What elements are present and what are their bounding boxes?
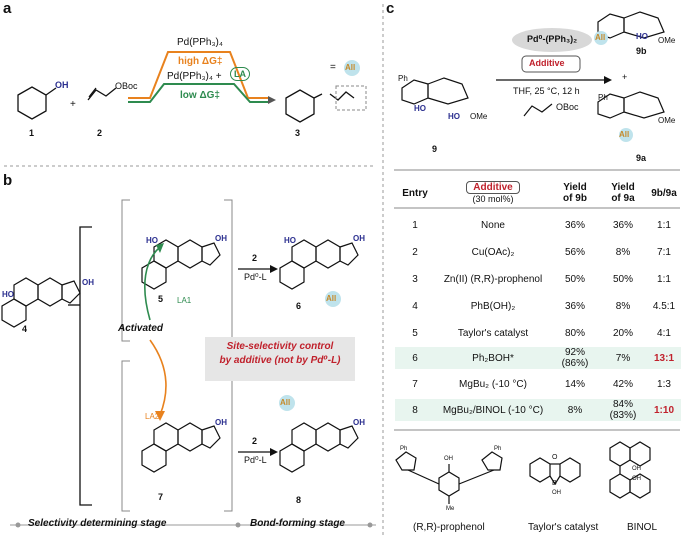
binol-oh-1: OH: [632, 466, 641, 472]
compound-2-label: 2: [97, 128, 103, 138]
site-selectivity-box: Site-selectivity control by additive (no…: [208, 340, 352, 368]
ome-label-9: OMe: [470, 112, 488, 121]
catalyst-structures: [395, 441, 651, 504]
site-line-1: Site-selectivity control: [226, 341, 334, 352]
la-badge: LA: [230, 67, 250, 81]
cat-mid-label: Pd(PPh₃)₄ +: [167, 71, 222, 82]
oh-label-6: OH: [353, 234, 365, 243]
all-equals: =: [330, 62, 336, 73]
ome-label-9b: OMe: [658, 36, 676, 45]
header-entry: Entry: [402, 187, 428, 199]
taylor-label: Taylor's catalyst: [528, 522, 599, 533]
compound-7-label: 7: [158, 492, 164, 502]
all-badge-9a: All: [619, 130, 630, 139]
la2-label: LA2: [145, 412, 160, 421]
low-barrier-label: low ΔG‡: [180, 90, 220, 101]
reagent-2-bot: 2: [252, 436, 258, 446]
all-badge-6: All: [326, 294, 337, 303]
prophenol-ph-right: Ph: [494, 446, 502, 452]
prophenol-oh: OH: [444, 456, 453, 462]
ho-label-4: HO: [2, 290, 14, 299]
taylor-o: O: [552, 454, 558, 461]
ho-label-9b: HO: [448, 112, 460, 121]
table-rules: [394, 169, 680, 431]
pd-reagent-label: Pd⁰-(PPh₃)₂: [527, 34, 578, 44]
oh-label-8: OH: [353, 418, 365, 427]
ome-label-9a: OMe: [658, 116, 676, 125]
ph-label-9: Ph: [398, 74, 408, 83]
all-badge-9b: All: [595, 33, 606, 42]
oh-label-4a: OH: [82, 278, 94, 287]
boc-label: OBoc: [115, 81, 138, 91]
additive-sub: (30 mol%): [472, 194, 514, 204]
pd-bot: Pd⁰-L: [244, 455, 267, 465]
compound-8-label: 8: [296, 495, 302, 505]
all-badge-8: All: [280, 398, 291, 407]
la1-label: LA1: [177, 296, 192, 305]
panel-a-scheme: [17, 51, 367, 123]
prophenol-label: (R,R)-prophenol: [413, 522, 485, 533]
site-line-2: by additive (not by Pd⁰-L): [219, 355, 341, 366]
compound-3-label: 3: [295, 128, 301, 138]
compound-6-label: 6: [296, 301, 302, 311]
reagent-2-top: 2: [252, 253, 258, 263]
compound-5-label: 5: [158, 294, 164, 304]
plus-sign: +: [70, 99, 76, 110]
stage-2-label: Bond-forming stage: [250, 518, 345, 529]
oh-label-5: OH: [215, 234, 227, 243]
all-badge: All: [345, 63, 356, 72]
binol-oh-2: OH: [632, 476, 641, 482]
plus-c: +: [622, 72, 628, 82]
prophenol-ph-left: Ph: [400, 446, 408, 452]
ho-label-5: HO: [146, 236, 158, 245]
compound-9-label: 9: [432, 144, 438, 154]
compound-4-label: 4: [22, 324, 28, 334]
taylor-b: B: [552, 480, 557, 487]
panel-b-scheme: [1, 199, 376, 528]
panel-letter-b: b: [3, 172, 13, 189]
taylor-oh: OH: [552, 490, 561, 496]
oh-label-7: OH: [215, 418, 227, 427]
prophenol-me: Me: [446, 506, 455, 512]
binol-label: BINOL: [627, 522, 658, 533]
header-additive: Additive (30 mol%): [435, 174, 551, 212]
boc-label-c: OBoc: [556, 102, 579, 112]
compound-1-label: 1: [29, 128, 35, 138]
additive-pill: Additive: [466, 181, 520, 194]
cat-top-label: Pd(PPh₃)₄: [177, 37, 223, 48]
ph-label-9a: Ph: [598, 93, 608, 102]
panel-c-scheme: [401, 11, 665, 142]
pd-top: Pd⁰-L: [244, 272, 267, 282]
compound-9a-label: 9a: [636, 153, 647, 163]
stage-1-label: Selectivity determining stage: [28, 518, 167, 529]
header-ratio: 9b/9a: [651, 187, 677, 199]
ho-label-9a: HO: [414, 104, 426, 113]
oh-label: OH: [55, 80, 69, 90]
additive-reagent-label: Additive: [529, 58, 565, 68]
ho-label-6: HO: [284, 236, 296, 245]
panel-letter-a: a: [3, 0, 12, 17]
compound-9b-label: 9b: [636, 46, 647, 56]
panel-letter-c: c: [386, 0, 395, 17]
activated-label: Activated: [118, 323, 164, 334]
ho-label-9b-prod: HO: [636, 32, 648, 41]
conditions-label: THF, 25 °C, 12 h: [513, 86, 580, 96]
high-barrier-label: high ΔG‡: [178, 56, 223, 67]
